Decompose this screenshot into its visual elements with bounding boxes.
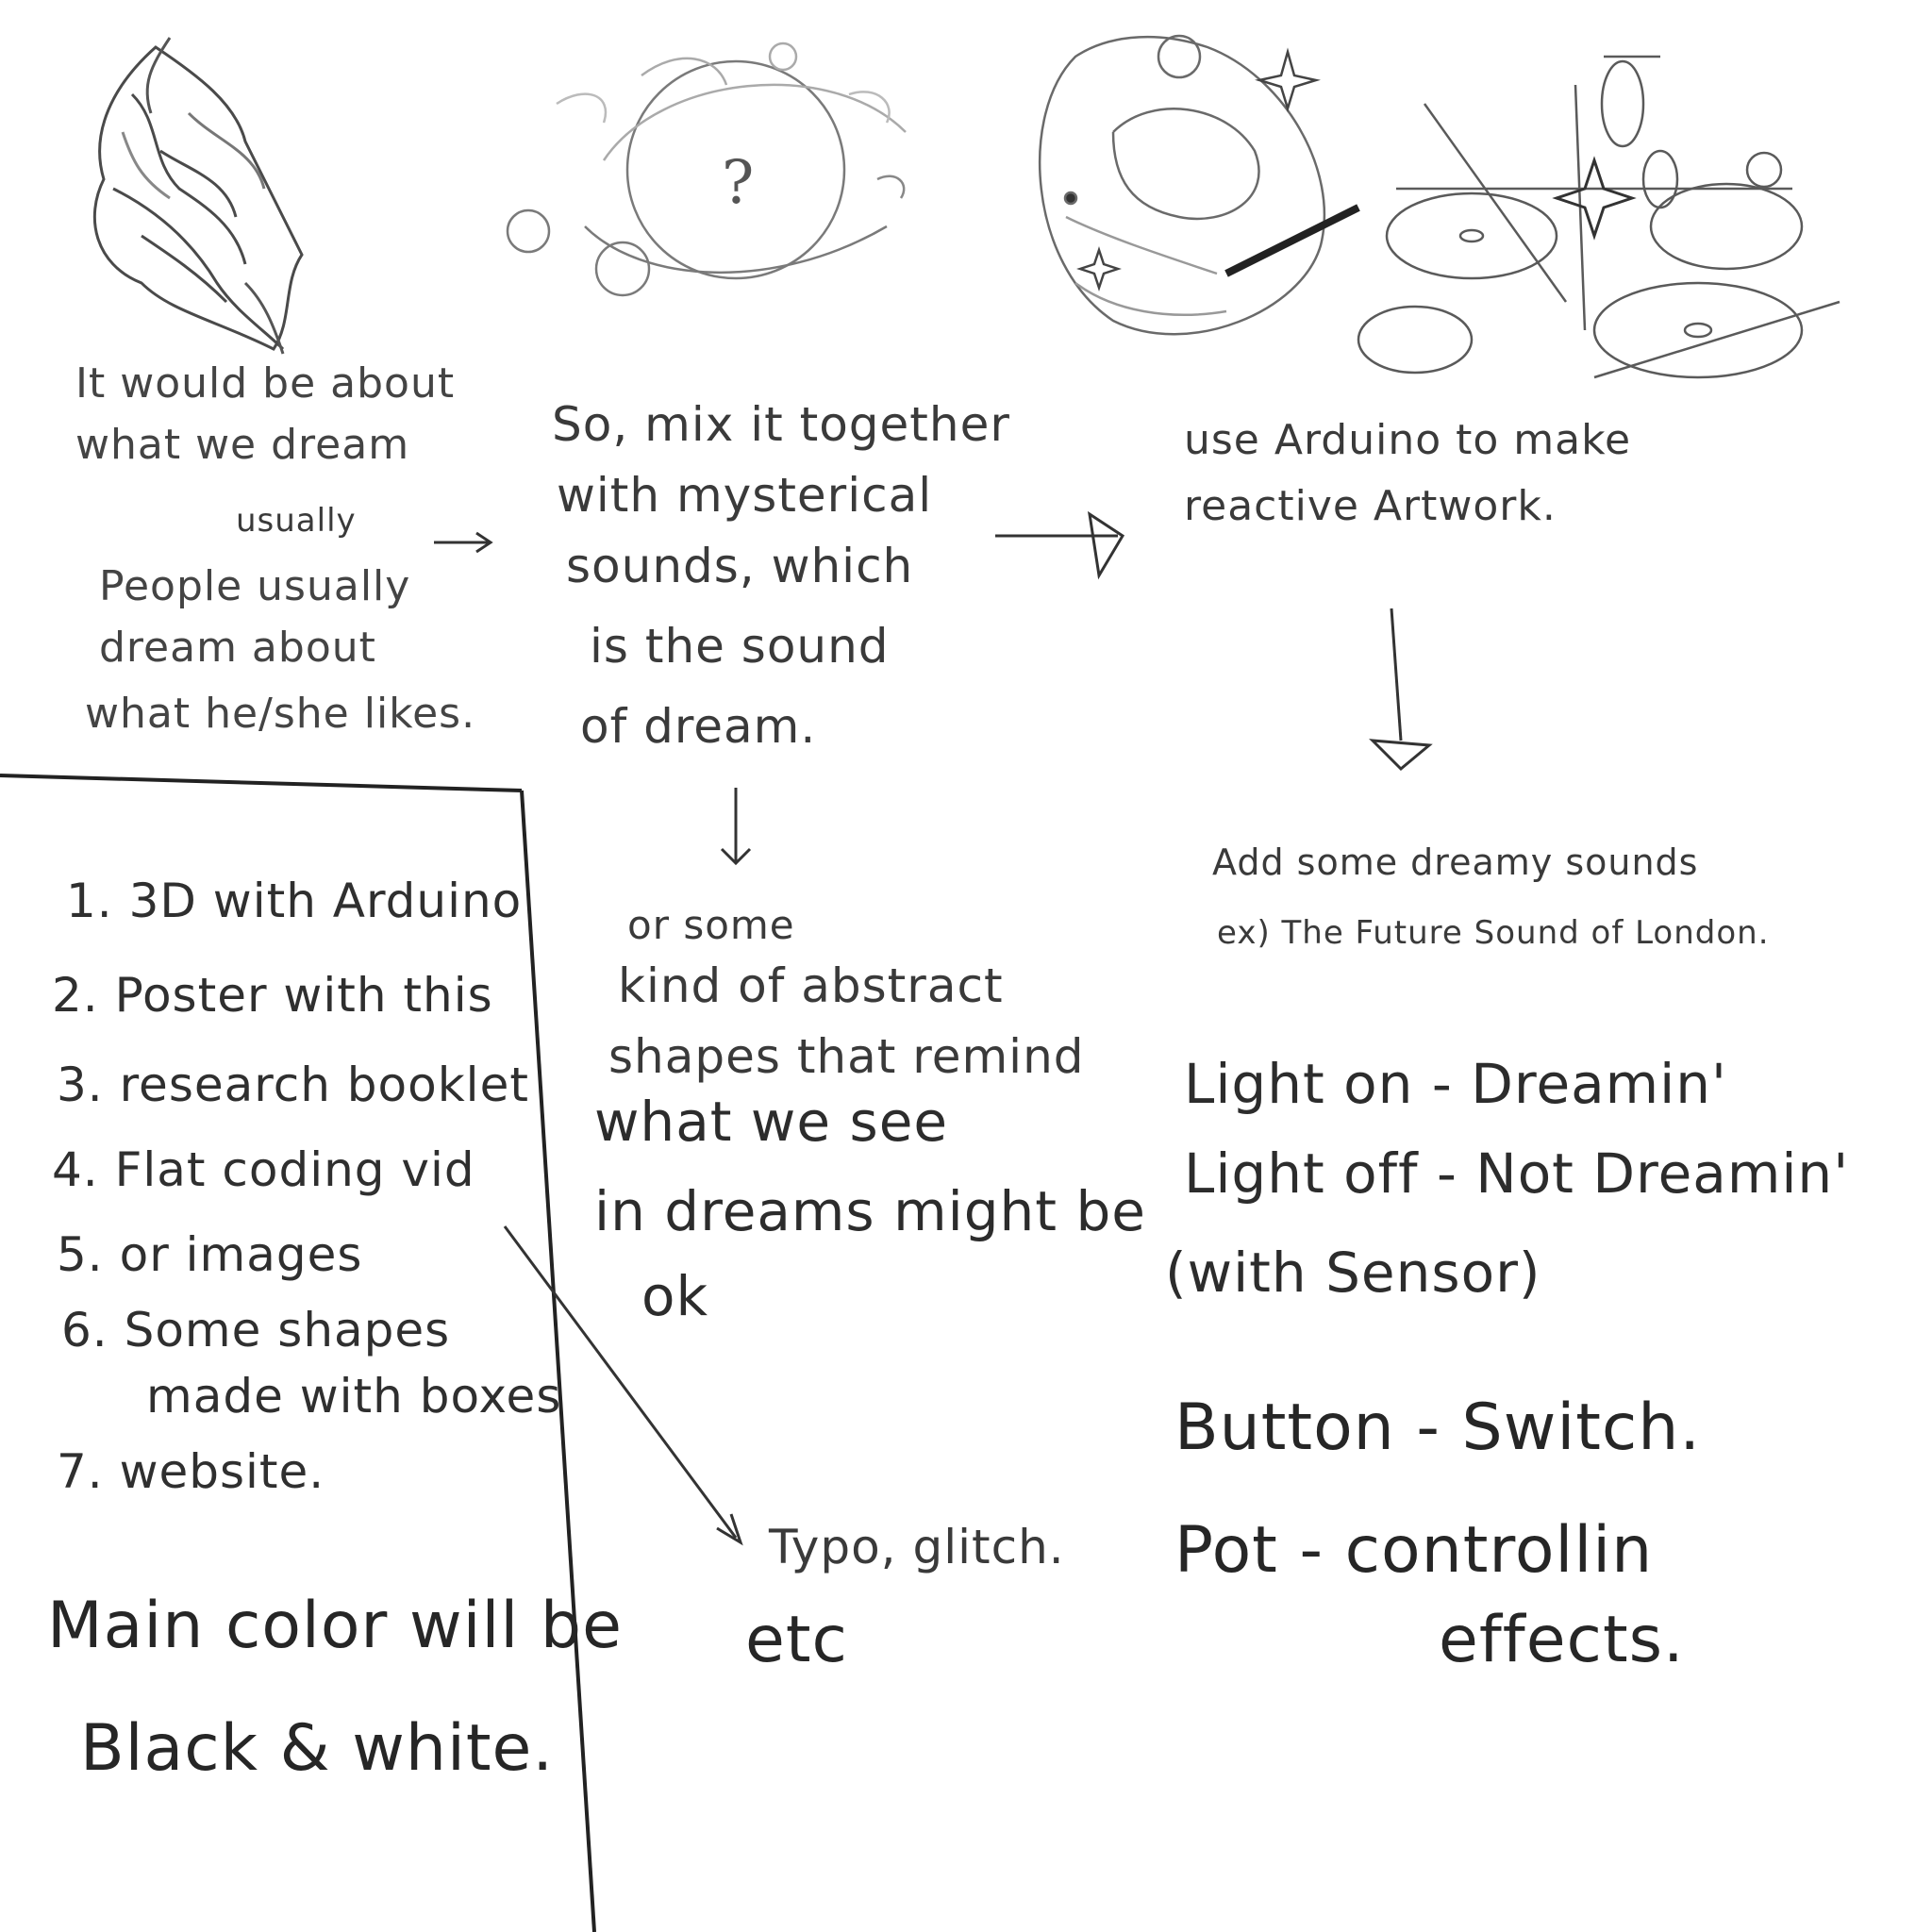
discs-sketch — [1224, 55, 1840, 379]
galaxy-sketch — [1038, 34, 1326, 336]
step2-line1: So, mix it together — [552, 397, 1010, 452]
color-note-line1: Main color will be — [47, 1589, 623, 1663]
button-mapping: Button - Switch. — [1174, 1391, 1701, 1465]
shapes-note-line2: kind of abstract — [618, 958, 1004, 1013]
list-item: 6. Some shapes — [61, 1303, 451, 1357]
step1-line2: what we dream — [75, 421, 410, 469]
shapes-note-line5: in dreams might be — [594, 1179, 1146, 1243]
list-item: 4. Flat coding vid — [52, 1142, 475, 1197]
coding-arrow — [503, 1225, 743, 1546]
step1-line4: dream about — [99, 624, 376, 672]
pot-mapping-cont: effects. — [1439, 1603, 1685, 1677]
step4-line2: ex) The Future Sound of London. — [1217, 914, 1770, 952]
pot-mapping: Pot - controllin — [1174, 1513, 1654, 1588]
list-item: 2. Poster with this — [52, 968, 493, 1023]
color-note-line2: Black & white. — [80, 1711, 554, 1786]
step2-line3: sounds, which — [566, 539, 914, 593]
list-item: 7. website. — [57, 1444, 325, 1499]
sensor-note: (with Sensor) — [1165, 1241, 1541, 1305]
light-off-mapping: Light off - Not Dreamin' — [1184, 1141, 1850, 1206]
step1-insert: usually — [236, 502, 357, 540]
light-on-mapping: Light on - Dreamin' — [1184, 1052, 1728, 1116]
shapes-note-line3: shapes that remind — [608, 1029, 1085, 1084]
question-mark: ? — [722, 148, 754, 218]
step1-line1: It would be about — [75, 359, 456, 408]
step2-line4: is the sound — [590, 619, 890, 674]
step2-line2: with mysterical — [557, 468, 933, 523]
list-item: made with boxes — [146, 1369, 562, 1424]
step4-line1: Add some dreamy sounds — [1212, 841, 1699, 883]
swirl-sketch — [506, 42, 907, 297]
shapes-note-line1: or some — [627, 902, 795, 948]
list-item: 1. 3D with Arduino — [66, 874, 523, 928]
shapes-note-line4: what we see — [594, 1090, 949, 1154]
list-box — [0, 774, 596, 1932]
step2-line5: of dream. — [580, 699, 817, 754]
flame-sketch — [92, 37, 304, 355]
flow-arrows — [434, 510, 1433, 866]
step3-line2: reactive Artwork. — [1184, 482, 1557, 530]
typo-note-line1: Typo, glitch. — [769, 1520, 1065, 1574]
list-item: 3. research booklet — [57, 1058, 529, 1112]
step1-line3: People usually — [99, 562, 411, 610]
typo-note-line2: etc — [745, 1603, 848, 1677]
shapes-note-line6: ok — [641, 1264, 709, 1328]
list-item: 5. or images — [57, 1227, 363, 1282]
step1-line5: what he/she likes. — [85, 690, 476, 738]
step3-line1: use Arduino to make — [1184, 416, 1632, 464]
